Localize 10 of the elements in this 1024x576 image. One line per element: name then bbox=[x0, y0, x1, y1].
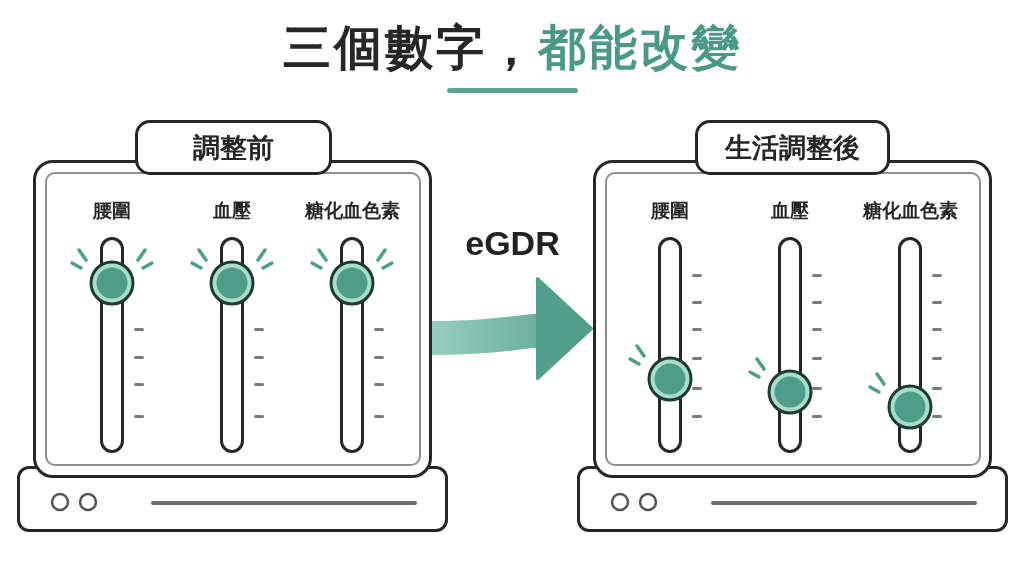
slider-label: 血壓 bbox=[771, 198, 809, 222]
slider-label: 糖化血色素 bbox=[862, 198, 958, 222]
diagram-title: 三個數字，都能改變 bbox=[282, 19, 742, 75]
panel-title: 生活調整後 bbox=[725, 130, 860, 165]
panel-title: 調整前 bbox=[193, 130, 274, 165]
slider-label: 血壓 bbox=[213, 198, 251, 222]
slider-label: 腰圍 bbox=[93, 198, 131, 222]
flow-arrow bbox=[431, 277, 594, 381]
slider-label: 糖化血色素 bbox=[304, 198, 400, 222]
slider-label: 腰圍 bbox=[651, 198, 689, 222]
